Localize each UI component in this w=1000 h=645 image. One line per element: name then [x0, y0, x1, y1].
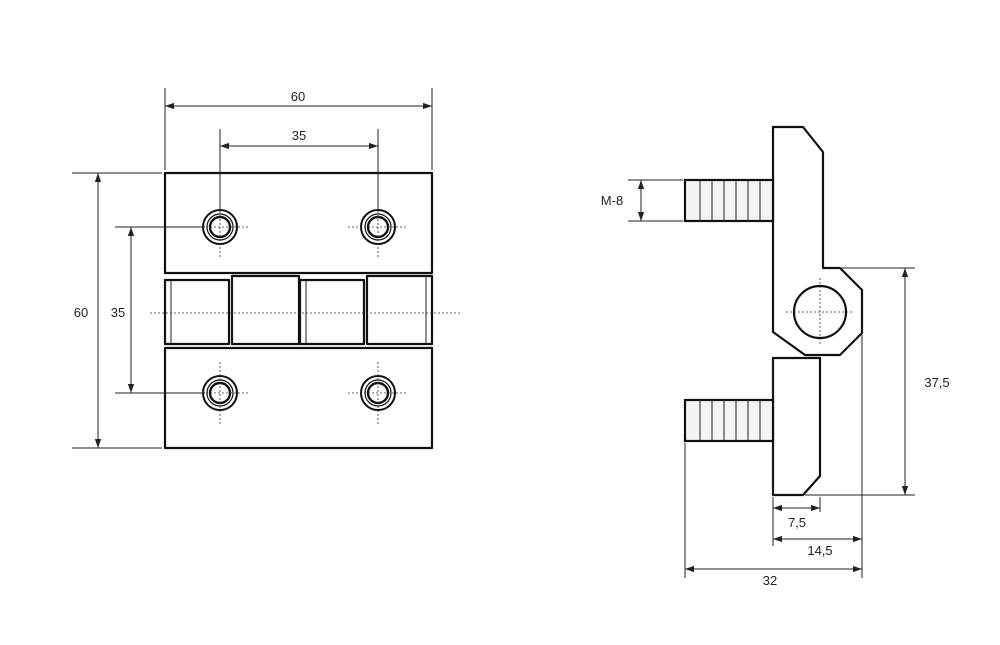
dim-thread: M-8	[601, 179, 683, 222]
dim-offset-medium: 14,5	[773, 535, 862, 558]
center-lines	[150, 195, 462, 425]
label-front-width: 60	[291, 89, 305, 104]
label-offset-small: 7,5	[788, 515, 806, 530]
label-pivot-to-bottom: 37,5	[924, 375, 949, 390]
dim-overall-depth: 32	[685, 565, 862, 588]
dim-hole-spacing-horizontal: 35	[219, 128, 379, 210]
upper-threaded-stud	[683, 178, 775, 223]
dim-front-width: 60	[164, 88, 433, 170]
front-view: 60 35 60 35	[72, 88, 462, 450]
dim-pivot-to-bottom: 37,5	[805, 267, 950, 496]
knuckles	[163, 274, 434, 346]
dim-offset-small: 7,5	[773, 504, 820, 530]
lower-threaded-stud	[683, 398, 775, 443]
side-view: M-8 37,5 7,5 14,5 32	[601, 125, 950, 588]
dim-hole-spacing-vertical: 35	[111, 226, 205, 394]
label-thread: M-8	[601, 193, 623, 208]
label-front-height: 60	[74, 305, 88, 320]
lower-leaf-profile	[771, 356, 822, 497]
label-hole-spacing-vertical: 35	[111, 305, 125, 320]
label-offset-medium: 14,5	[807, 543, 832, 558]
label-overall-depth: 32	[763, 573, 777, 588]
label-hole-spacing-horizontal: 35	[292, 128, 306, 143]
dim-front-height: 60	[72, 172, 162, 449]
